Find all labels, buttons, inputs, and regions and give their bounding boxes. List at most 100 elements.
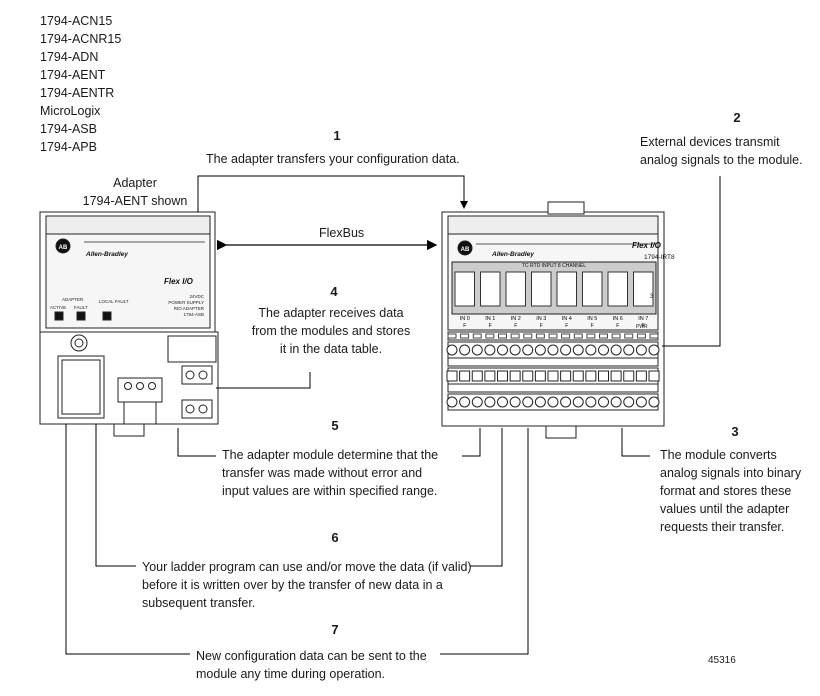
terminal-box [598, 370, 609, 382]
module-divider-a [447, 357, 659, 367]
terminal-box [623, 370, 635, 382]
terminal-screw [610, 344, 622, 356]
terminal-screw [648, 344, 660, 356]
step-7-text: New configuration data can be sent to th… [196, 647, 427, 683]
model-item: 1794-AENT [40, 68, 106, 82]
led-slot [561, 333, 571, 339]
terminal-screw [547, 344, 559, 356]
terminal-screw [648, 396, 660, 408]
step-1-number: 1 [333, 128, 341, 143]
led-slot [599, 333, 608, 339]
terminal-box [509, 370, 521, 382]
channel-window [633, 271, 654, 307]
terminal-screw [635, 396, 647, 408]
terminal-screw [560, 396, 572, 408]
terminal-screw [572, 344, 584, 356]
terminal-screw [471, 396, 483, 408]
adapter-pwr-screw [198, 370, 208, 380]
module-product-logo: Flex I/O [632, 241, 662, 250]
terminal-box [522, 370, 534, 382]
step-5-number: 5 [331, 418, 339, 433]
channel-label: IN 7 [638, 316, 648, 322]
step-7-leader-right [440, 428, 529, 655]
terminal-box [459, 370, 471, 382]
step-6-line: before it is written over by the transfe… [142, 578, 443, 592]
channel-flag: F [591, 323, 594, 329]
config-transfer-arrow [197, 175, 468, 212]
flexbus-label: FlexBus [319, 226, 365, 240]
step-5-line: transfer was made without error and [222, 466, 423, 480]
terminal-screw [497, 344, 508, 356]
connector-lines [65, 175, 721, 655]
channel-flag: F [463, 323, 466, 329]
channel-flag: F [642, 323, 645, 329]
step-5-text: The adapter module determine that the tr… [222, 446, 438, 500]
channel-label: IN 3 [536, 316, 546, 322]
module-brand: Allen-Bradley [491, 251, 534, 258]
terminal-screw [522, 396, 534, 408]
adapter-indicator-header: ADAPTER [62, 297, 84, 302]
terminal-screw [585, 396, 597, 408]
terminal-screw [446, 396, 458, 408]
led-slot [624, 333, 634, 339]
terminal-box [610, 370, 622, 382]
led-slot [523, 333, 533, 339]
model-item: 1794-APB [40, 140, 97, 154]
adapter-product-logo: Flex I/O [164, 277, 194, 286]
step-5-line: input values are within specified range. [222, 484, 438, 498]
step-2-line: analog signals to the module. [640, 153, 803, 167]
step-3-line: analog signals into binary [660, 466, 802, 480]
step-3-text: The module converts analog signals into … [660, 446, 801, 536]
adapter-indicator-label: LOCAL FAULT [99, 299, 129, 304]
adapter-spec-line: RIO ADAPTER [174, 306, 205, 311]
step-6-line: subsequent transfer. [142, 596, 256, 610]
adapter-active-led [54, 311, 64, 321]
channel-flag: F [565, 323, 568, 329]
led-slot [460, 333, 470, 339]
terminal-box [446, 370, 458, 382]
step-5-leader-right [462, 428, 481, 457]
terminal-screw [610, 396, 622, 408]
adapter-spec-line: POWER SUPPLY [168, 300, 204, 305]
channel-label: IN 2 [511, 316, 521, 322]
model-item: 1794-AENTR [40, 86, 115, 100]
terminal-box [471, 370, 483, 382]
adapter-face [45, 233, 211, 329]
terminal-screw [509, 344, 521, 356]
step-2-leader [662, 176, 721, 347]
channel-window [480, 271, 501, 307]
step-1-text: The adapter transfers your configuration… [206, 152, 460, 166]
channel-flag: F [489, 323, 492, 329]
terminal-box [497, 370, 508, 382]
step-5-line: The adapter module determine that the [222, 448, 439, 462]
model-item: MicroLogix [40, 104, 101, 118]
step-3-leader [621, 428, 650, 457]
step-7-number: 7 [331, 622, 339, 637]
step-2-text: External devices transmit analog signals… [640, 133, 803, 169]
terminal-screw [585, 344, 597, 356]
terminal-screw [522, 344, 534, 356]
step-3-line: values until the adapter [660, 502, 790, 516]
adapter-spec-line: 24VDC [189, 294, 204, 299]
adapter-indicator-label: FAULT [74, 305, 88, 310]
channel-flag: F [514, 323, 517, 329]
module-title: TC RTD INPUT 8 CHANNEL [522, 263, 586, 269]
terminal-box [572, 370, 584, 382]
adapter-terminal-screw [148, 382, 156, 390]
adapter-ab-logo-text: AB [59, 245, 68, 251]
led-slot [485, 333, 495, 339]
step-6-leader-left [95, 424, 136, 567]
terminal-box [560, 370, 572, 382]
channel-window [607, 271, 628, 307]
step-4-text: The adapter receives data from the modul… [236, 304, 426, 358]
channel-label: IN 1 [485, 316, 495, 322]
terminal-screw [509, 396, 521, 408]
terminal-screw [471, 344, 483, 356]
terminal-screw [598, 344, 609, 356]
terminal-screw [623, 396, 635, 408]
module-ab-logo [457, 240, 473, 256]
adapter-spec-line: 1794-ASB [183, 312, 204, 317]
terminal-screw [547, 396, 559, 408]
